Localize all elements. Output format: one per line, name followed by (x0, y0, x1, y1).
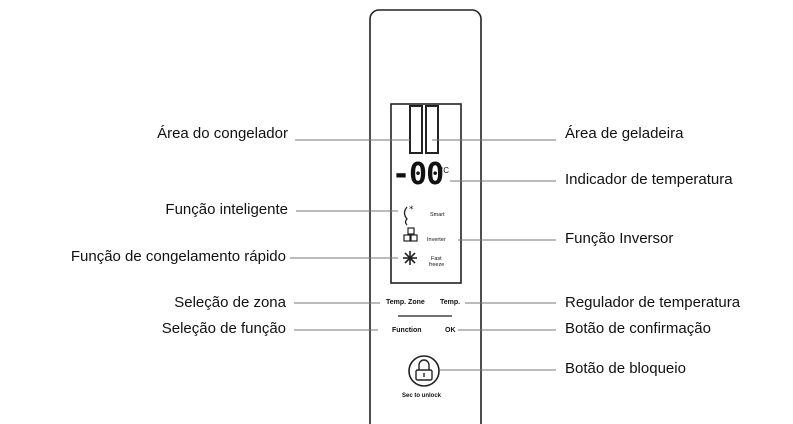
celsius-unit: °C (440, 166, 449, 175)
callout-zone-selection: Seleção de zona (174, 294, 286, 311)
snowflake-icon (403, 251, 417, 265)
fast-freeze-label-1: Fast (431, 256, 442, 262)
fridge-area-icon (425, 105, 439, 154)
callout-fridge-area: Área de geladeira (565, 125, 684, 142)
function-button[interactable]: Function (392, 327, 422, 334)
temp-button[interactable]: Temp. (440, 299, 461, 306)
temp-zone-button[interactable]: Temp. Zone (386, 299, 425, 306)
lock-button-ring (408, 355, 440, 387)
callout-freezer-area: Área do congelador (157, 125, 288, 142)
callout-lock-button: Botão de bloqueio (565, 360, 686, 377)
display-window (390, 103, 462, 284)
callout-inverter-function: Função Inversor (565, 230, 674, 247)
panel-outline (369, 9, 482, 424)
smart-label: Smart (430, 212, 445, 218)
lock-caption: Sec to unlock (402, 393, 442, 399)
fast-freeze-label-2: freeze (429, 262, 445, 268)
inverter-icon (403, 227, 418, 242)
callout-temperature-indicator: Indicador de temperatura (565, 171, 733, 188)
callout-function-selection: Seleção de função (161, 320, 286, 337)
callout-temperature-regulator: Regulador de temperatura (565, 294, 741, 311)
ok-button[interactable]: OK (445, 327, 456, 334)
lock-button[interactable] (409, 356, 439, 386)
callout-confirm-button: Botão de confirmação (565, 320, 711, 337)
callout-smart-function: Função inteligente (165, 201, 288, 218)
svg-text:*: * (409, 205, 414, 215)
inverter-label: Inverter (427, 237, 446, 243)
freezer-area-icon (409, 105, 423, 154)
padlock-icon (415, 359, 433, 381)
smart-function-icon: * (403, 205, 414, 226)
callout-fast-freeze: Função de congelamento rápido (70, 248, 286, 265)
temperature-display: -00 (392, 157, 444, 192)
